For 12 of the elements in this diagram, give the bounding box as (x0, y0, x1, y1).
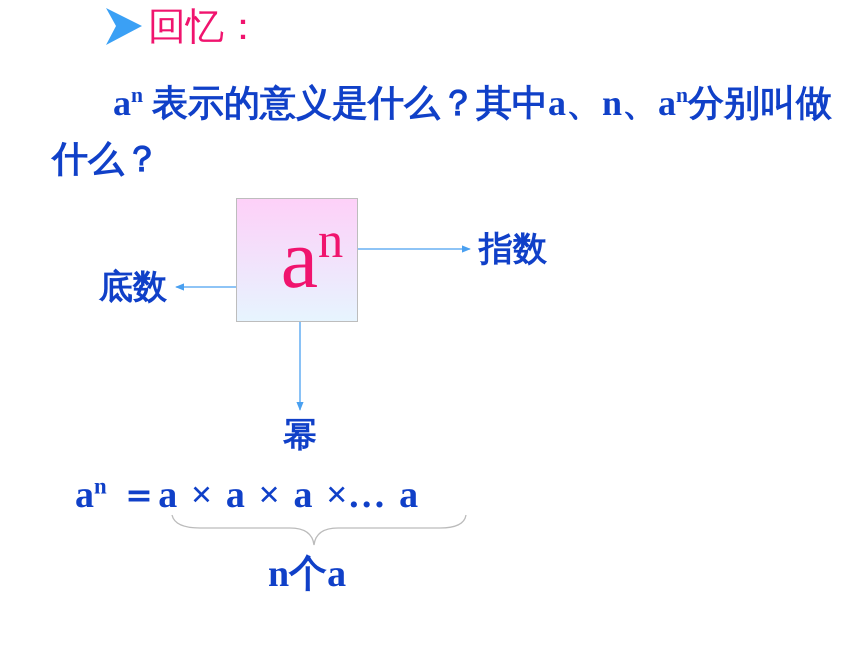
formula-text: a$^{n}$ ＝a × a × a ×… a (75, 474, 418, 518)
term-label: 指数 (470, 226, 556, 272)
slide-title: 回忆： (148, 6, 262, 50)
term-label: 底数 (90, 264, 176, 310)
arrow (175, 283, 236, 291)
arrow (296, 322, 304, 411)
term-label: 幂 (275, 412, 325, 458)
question-text: a$^{n}$ 表示的意义是什么？其中a、n、a$^{n}$分别叫做什么？ (52, 82, 834, 181)
brace-label: n个a (268, 553, 346, 597)
power-expression: a$^{n}$ (280, 218, 344, 302)
arrow (358, 245, 471, 253)
power-box (236, 198, 358, 322)
